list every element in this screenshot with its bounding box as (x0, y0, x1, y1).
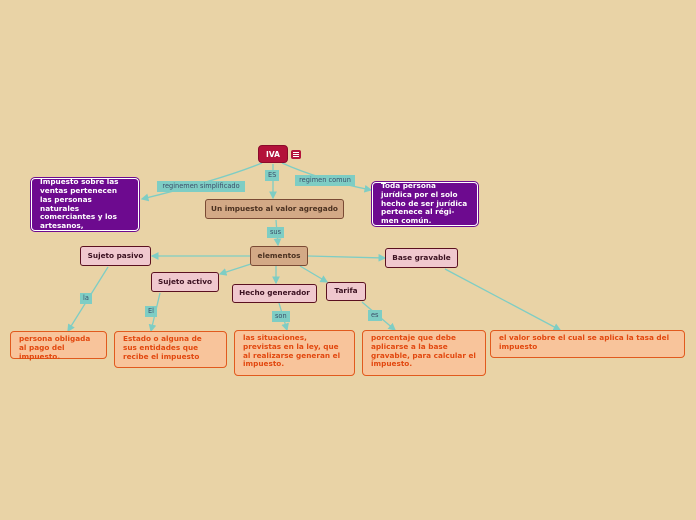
node-sujeto-pasivo[interactable]: Sujeto pasivo (80, 246, 151, 266)
node-situaciones[interactable]: las situaciones, previstas en la ley, qu… (234, 330, 355, 376)
label-es-lower: es (368, 310, 382, 321)
node-estado[interactable]: Estado o alguna de sus entidades que rec… (114, 331, 227, 368)
node-impuesto-ventas[interactable]: Impuesto sobre las ventas pertenecen las… (31, 177, 139, 231)
node-persona-obligada[interactable]: persona obligada al pago del impuesto. (10, 331, 107, 360)
label-regimen-simplificado: reginemen simplificado (157, 181, 245, 192)
link-base-valor (444, 268, 562, 331)
node-persona-juridica[interactable]: Toda persona jurídica por el solo hecho … (372, 181, 478, 226)
node-porcentaje[interactable]: porcentaje que debe aplicarse a la base … (362, 330, 486, 376)
node-base-gravable[interactable]: Base gravable (385, 248, 458, 268)
label-el: El (145, 306, 157, 317)
label-sus: sus (267, 227, 285, 238)
link-elementos-tarifa (299, 265, 329, 283)
link-iva-impuesto-ventas (140, 162, 263, 202)
node-valor[interactable]: el valor sobre el cual se aplica la tasa… (490, 330, 685, 358)
label-es: ES (265, 170, 280, 181)
node-sujeto-activo[interactable]: Sujeto activo (151, 272, 219, 292)
node-tarifa[interactable]: Tarifa (326, 282, 366, 301)
label-la: la (80, 293, 92, 304)
iva-root-node[interactable]: IVA (258, 145, 288, 163)
link-elementos-base-gravable (307, 253, 387, 262)
label-regimen-comun: regimen comun (295, 175, 355, 186)
label-son: son (272, 311, 290, 322)
node-elementos[interactable]: elementos (250, 246, 308, 266)
menu-icon[interactable] (291, 150, 301, 159)
link-elementos-sujeto-activo (218, 262, 255, 276)
node-hecho-generador[interactable]: Hecho generador (232, 284, 317, 303)
node-impuesto-valor-agregado[interactable]: Un impuesto al valor agregado (205, 199, 344, 219)
